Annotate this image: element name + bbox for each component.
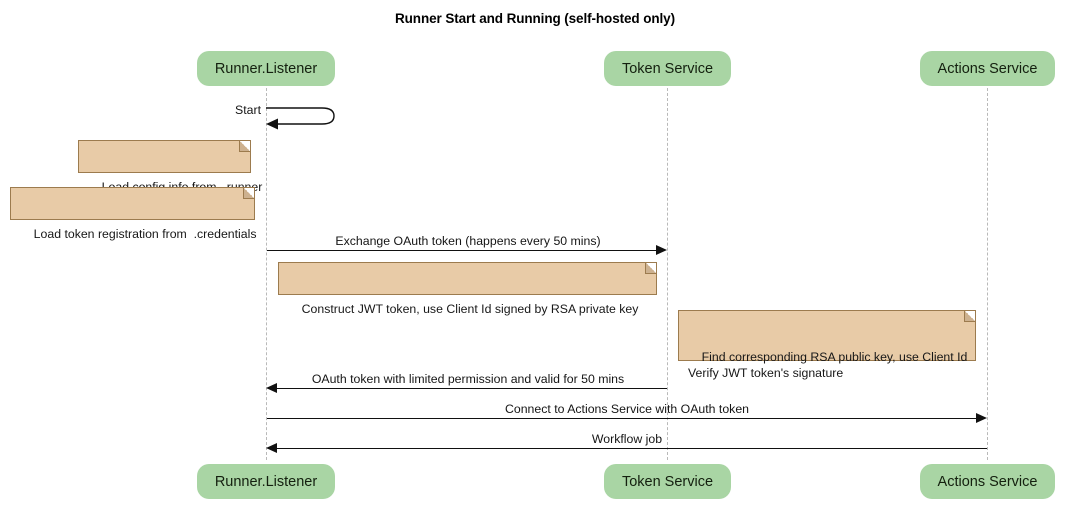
- note-fold-icon: [964, 311, 975, 322]
- note-text: Load token registration from .credential…: [33, 227, 257, 241]
- participant-label: Token Service: [621, 60, 714, 77]
- lifeline-token-service: [667, 88, 668, 460]
- participant-token-service-bottom[interactable]: Token Service: [604, 464, 731, 499]
- participant-label: Token Service: [621, 473, 714, 490]
- note-construct-jwt: Construct JWT token, use Client Id signe…: [278, 262, 657, 316]
- note-fold-icon: [239, 141, 250, 152]
- participant-runner-listener-bottom[interactable]: Runner.Listener: [197, 464, 335, 499]
- note-fold-icon: [645, 263, 656, 274]
- message-label-connect-actions-service: Connect to Actions Service with OAuth to…: [504, 402, 750, 416]
- participant-label: Actions Service: [937, 473, 1038, 490]
- participant-actions-service-bottom[interactable]: Actions Service: [920, 464, 1055, 499]
- arrow-head-left-icon: [266, 442, 277, 453]
- message-label-workflow-job: Workflow job: [591, 432, 663, 446]
- message-line-exchange-oauth-token: [267, 250, 657, 251]
- arrow-head-left-icon: [266, 382, 277, 393]
- self-message-start-path: [264, 100, 344, 137]
- note-fold-icon: [243, 188, 254, 199]
- note-load-config: Load config info from .runner: [78, 140, 262, 194]
- message-line-connect-actions-service: [267, 418, 977, 419]
- note-verify-jwt: Find corresponding RSA public key, use C…: [678, 310, 976, 380]
- message-line-workflow-job: [277, 448, 987, 449]
- note-load-token-registration: Load token registration from .credential…: [10, 187, 257, 241]
- arrow-head-right-icon: [656, 244, 667, 255]
- message-label-oauth-token-response: OAuth token with limited permission and …: [311, 372, 625, 386]
- arrow-head-right-icon: [976, 412, 987, 423]
- lifeline-runner: [266, 88, 267, 460]
- message-label-exchange-oauth-token: Exchange OAuth token (happens every 50 m…: [335, 234, 601, 248]
- self-message-label-start: Start: [235, 103, 261, 117]
- lifeline-actions-service: [987, 88, 988, 460]
- message-line-oauth-token-response: [277, 388, 667, 389]
- participant-label: Actions Service: [937, 60, 1038, 77]
- participant-token-service-top[interactable]: Token Service: [604, 51, 731, 86]
- participant-runner-listener-top[interactable]: Runner.Listener: [197, 51, 335, 86]
- participant-label: Runner.Listener: [214, 60, 318, 77]
- diagram-title: Runner Start and Running (self-hosted on…: [395, 11, 675, 26]
- note-text: Construct JWT token, use Client Id signe…: [301, 302, 639, 316]
- participant-actions-service-top[interactable]: Actions Service: [920, 51, 1055, 86]
- participant-label: Runner.Listener: [214, 473, 318, 490]
- note-text: Find corresponding RSA public key, use C…: [688, 350, 968, 380]
